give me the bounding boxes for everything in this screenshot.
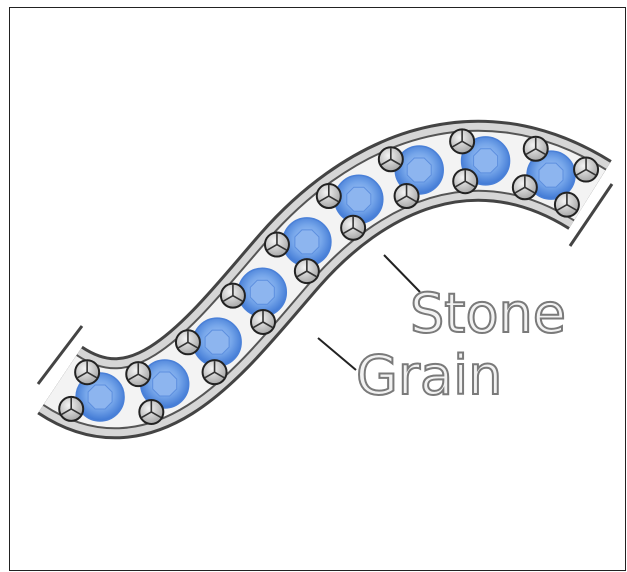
grain-icon <box>139 400 163 424</box>
grain-icon <box>574 158 598 182</box>
grain-icon <box>395 184 419 208</box>
grain-icon <box>317 184 341 208</box>
grain-icon <box>126 362 150 386</box>
stone-label: Stone <box>410 282 566 345</box>
grain-icon <box>555 193 579 217</box>
grain-label: Grain <box>356 344 502 407</box>
grain-icon <box>524 137 548 161</box>
grain-icon <box>450 129 474 153</box>
grain-icon <box>513 175 537 199</box>
grain-icon <box>295 259 319 283</box>
grain-icon <box>341 216 365 240</box>
grain-icon <box>203 360 227 384</box>
grain-icon <box>221 284 245 308</box>
grain-icon <box>176 330 200 354</box>
stone <box>335 175 383 223</box>
grain-icon <box>251 310 275 334</box>
grain-icon <box>453 169 477 193</box>
grain-icon <box>265 233 289 257</box>
grain-icon <box>75 360 99 384</box>
grain-icon <box>379 147 403 171</box>
grain-icon <box>59 397 83 421</box>
